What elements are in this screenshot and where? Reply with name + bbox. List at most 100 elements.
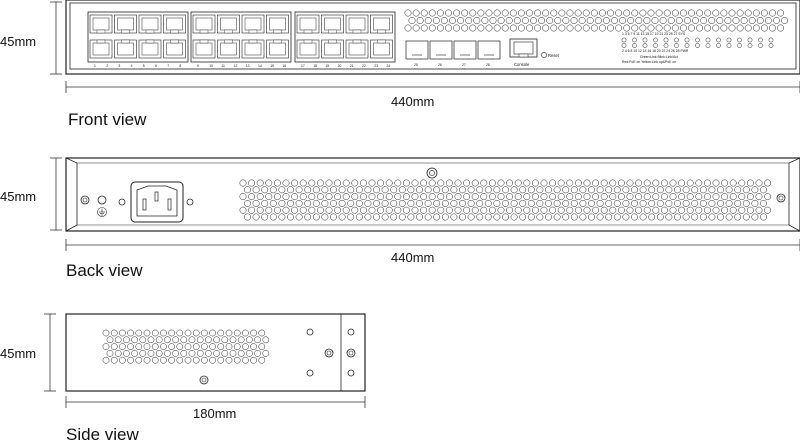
vent-hole (184, 329, 192, 337)
led-indicator (674, 37, 679, 43)
vent-hole (359, 179, 367, 187)
vent-hole (631, 213, 638, 221)
vent-hole (480, 206, 488, 214)
vent-hole (663, 9, 671, 17)
vent-hole (691, 186, 699, 194)
vent-hole (699, 186, 707, 194)
vent-hole (416, 213, 423, 221)
vent-hole (600, 206, 608, 214)
vent-hole (188, 350, 196, 357)
vent-hole (497, 206, 505, 214)
vent-hole (536, 213, 544, 221)
vent-hole (669, 193, 677, 201)
side-hole-upper (306, 328, 314, 336)
vent-hole (570, 199, 578, 207)
vent-hole (351, 206, 359, 214)
rj45-port (192, 39, 216, 59)
vent-hole (334, 179, 342, 187)
vent-hole (244, 213, 251, 221)
vent-hole (256, 179, 264, 187)
vent-hole (651, 17, 659, 24)
vent-hole (734, 213, 742, 221)
vent-hole (631, 24, 639, 32)
vent-hole (682, 213, 690, 221)
vent-hole (755, 206, 763, 214)
rj45-port-label: 20 (338, 64, 342, 68)
vent-hole (655, 24, 663, 32)
vent-hole (213, 336, 220, 344)
vent-hole (469, 24, 477, 32)
vent-hole (244, 199, 251, 207)
vent-hole (777, 24, 785, 32)
vent-hole (738, 193, 746, 201)
vent-hole (359, 193, 367, 201)
vent-hole (659, 17, 667, 24)
vent-hole (725, 213, 733, 221)
vent-hole (428, 206, 436, 214)
vent-hole (574, 179, 582, 187)
vent-hole (151, 329, 159, 337)
vent-hole (708, 186, 716, 194)
vent-hole (229, 350, 237, 357)
led-indicator (684, 43, 690, 48)
vent-hole (493, 213, 501, 221)
vent-hole (143, 356, 151, 364)
vent-hole (488, 179, 496, 187)
vent-hole (237, 336, 245, 344)
vent-hole (582, 24, 590, 32)
vent-hole (708, 17, 716, 24)
vent-hole (751, 213, 759, 221)
rj45-port-label: 19 (325, 64, 329, 68)
rj45-port (138, 39, 162, 59)
vent-hole (407, 186, 415, 194)
vent-hole (131, 336, 138, 344)
vent-hole (342, 193, 350, 201)
vent-hole (674, 213, 681, 221)
rj45-port (266, 39, 289, 59)
vent-hole (252, 199, 260, 207)
vent-hole (703, 193, 711, 201)
vent-hole (334, 206, 342, 214)
vent-hole (424, 186, 432, 194)
vent-hole (437, 206, 445, 214)
rj45-port (217, 39, 240, 59)
vent-hole (477, 24, 485, 32)
vent-hole (667, 17, 675, 24)
vent-hole (119, 356, 126, 364)
vent-hole (411, 193, 419, 201)
vent-hole (574, 9, 582, 17)
vent-hole (237, 350, 245, 357)
vent-hole (316, 179, 324, 187)
vent-hole (631, 199, 638, 207)
rj45-port-label: 21 (350, 64, 354, 68)
vent-hole (433, 213, 441, 221)
rj45-port (345, 14, 369, 34)
vent-hole (588, 213, 595, 221)
vent-hole (176, 343, 184, 350)
vent-hole (188, 336, 196, 344)
vent-hole (530, 17, 537, 24)
vent-hole (764, 206, 772, 214)
rj45-port-label: 3 (118, 64, 120, 68)
vent-hole (527, 213, 535, 221)
vent-hole (373, 186, 380, 194)
vent-hole (428, 179, 436, 187)
vent-hole (708, 213, 716, 221)
vent-hole (273, 179, 281, 187)
vent-hole (252, 213, 260, 221)
vent-hole (513, 17, 521, 24)
vent-hole (330, 186, 337, 194)
rj45-port-label: 10 (209, 64, 213, 68)
vent-hole (553, 213, 561, 221)
rj45-port-label: 8 (179, 64, 181, 68)
vent-hole (248, 193, 256, 201)
vent-hole (734, 199, 742, 207)
vent-hole (655, 9, 663, 17)
vent-hole (562, 17, 570, 24)
vent-hole (746, 206, 754, 214)
vent-hole (510, 199, 518, 207)
vent-hole (110, 356, 118, 364)
vent-hole (704, 9, 712, 17)
vent-hole (550, 9, 558, 17)
